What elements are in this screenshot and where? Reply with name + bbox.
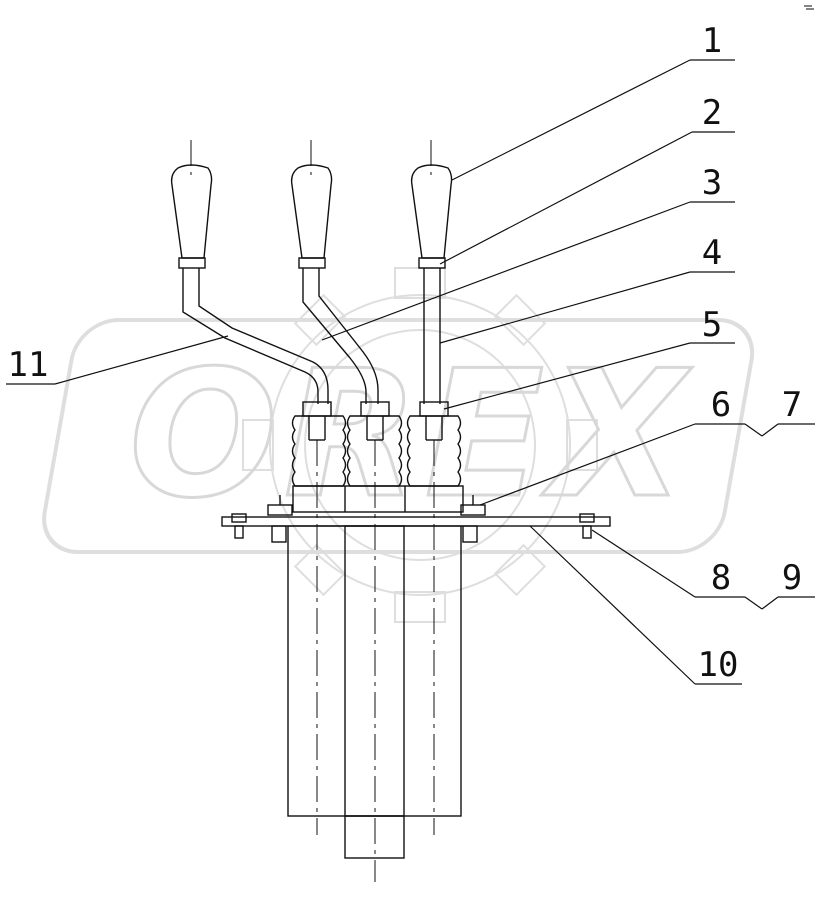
watermark-frame bbox=[42, 318, 755, 554]
lever-middle bbox=[302, 268, 379, 404]
callout-1: 1 bbox=[702, 21, 722, 61]
callout-11: 11 bbox=[8, 345, 49, 385]
corner-mark bbox=[804, 5, 814, 10]
callout-2: 2 bbox=[702, 93, 722, 133]
callout-7: 7 bbox=[782, 385, 802, 425]
callout-4: 4 bbox=[702, 233, 722, 273]
centerlines bbox=[190, 140, 435, 882]
assembly-lines bbox=[6, 59, 815, 882]
knob-left bbox=[170, 164, 213, 269]
screw-right bbox=[579, 513, 595, 523]
screw-left bbox=[231, 513, 247, 523]
knob-middle bbox=[290, 164, 333, 269]
callout-9: 9 bbox=[782, 558, 802, 598]
callout-8: 8 bbox=[711, 558, 731, 598]
lever-left bbox=[182, 268, 329, 404]
callout-3: 3 bbox=[702, 163, 722, 203]
lever-right bbox=[423, 268, 441, 404]
callout-labels: 1 2 3 4 5 6 7 8 9 10 11 bbox=[8, 21, 803, 685]
knob-right bbox=[410, 164, 453, 269]
callout-6: 6 bbox=[711, 385, 731, 425]
leader-lines bbox=[6, 59, 815, 685]
watermark-logo: OREX bbox=[42, 267, 755, 623]
valve-outlet bbox=[344, 815, 405, 859]
callout-5: 5 bbox=[702, 305, 722, 345]
callout-10: 10 bbox=[698, 645, 739, 685]
watermark-gear bbox=[242, 267, 598, 623]
